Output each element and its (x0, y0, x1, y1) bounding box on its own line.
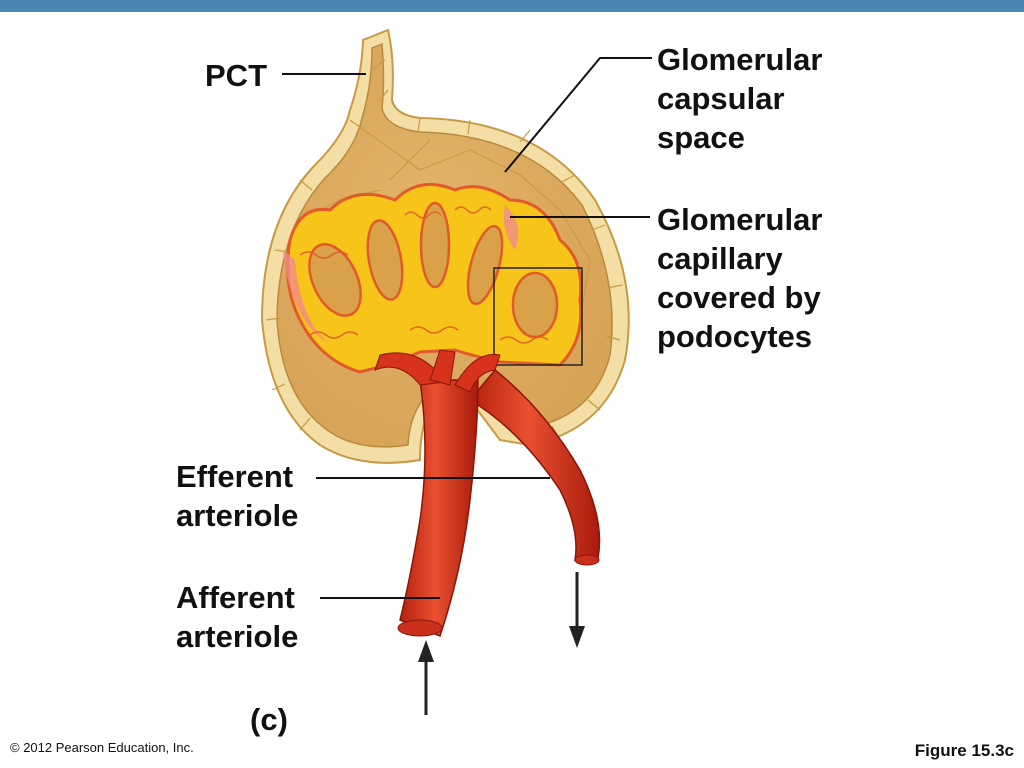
pct-label: PCT (205, 58, 267, 93)
panel-label: (c) (250, 702, 288, 737)
capillary-label: Glomerular capillary covered by podocyte… (657, 202, 823, 354)
top-accent-bar (0, 0, 1024, 12)
copyright-text: © 2012 Pearson Education, Inc. (10, 740, 194, 755)
zoom-box (493, 267, 583, 366)
glomerular-capillary-tuft (283, 182, 583, 374)
afferent-arteriole-label: Afferent arteriole (176, 580, 299, 654)
capsular-space-label: Glomerular capsular space (657, 42, 823, 155)
arterioles (374, 349, 601, 637)
figure-number: Figure 15.3c (914, 741, 1014, 760)
efferent-arteriole-label: Efferent arteriole (176, 459, 299, 533)
leader-lines (282, 57, 652, 599)
flow-arrows (418, 572, 585, 715)
